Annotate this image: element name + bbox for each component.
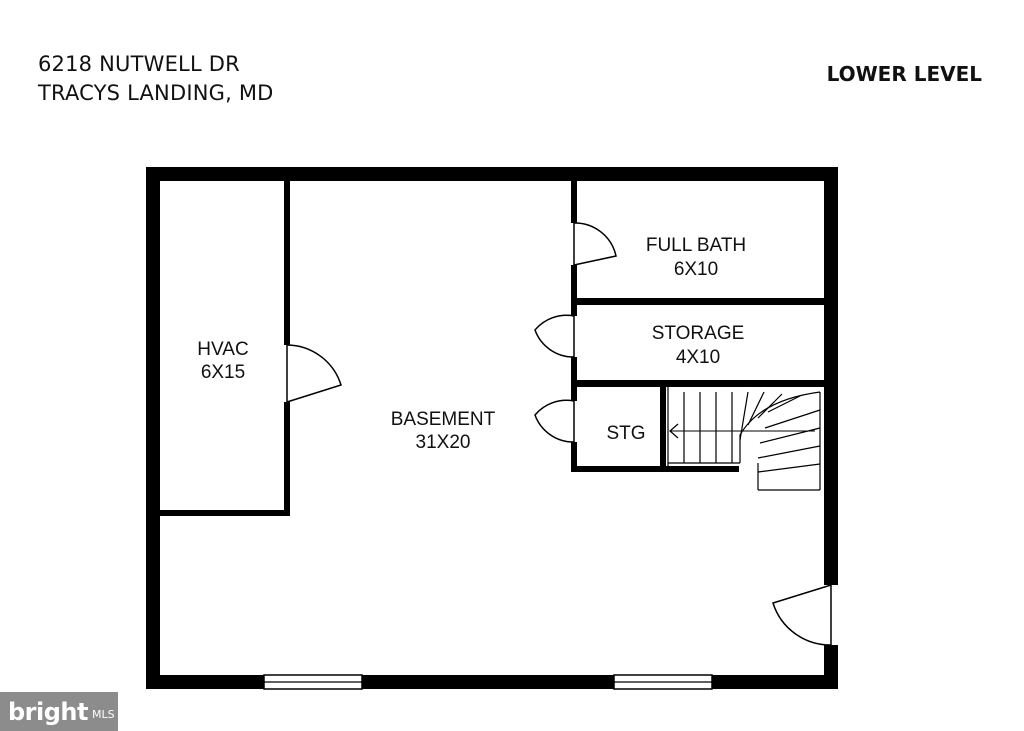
basement-size: 31X20	[416, 432, 471, 453]
address-block: 6218 NUTWELL DR TRACYS LANDING, MD	[38, 50, 274, 108]
interior-walls	[571, 181, 824, 472]
watermark-brand: bright	[8, 697, 88, 726]
storage-door[interactable]	[534, 314, 575, 358]
windows	[263, 674, 713, 690]
full-bath-size: 6X10	[674, 259, 718, 280]
hvac-label-group: HVAC 6X15	[197, 339, 248, 383]
storage-label-group: STORAGE 4X10	[652, 323, 745, 368]
full-bath-label-group: FULL BATH 6X10	[646, 235, 746, 280]
right-wall-upper	[824, 167, 838, 585]
basement-name: BASEMENT	[391, 409, 496, 430]
hvac-name: HVAC	[197, 339, 248, 360]
right-wall-lower	[824, 645, 838, 689]
bright-mls-watermark: bright MLS	[0, 692, 118, 731]
top-wall	[152, 167, 838, 181]
hvac-door[interactable]	[286, 344, 342, 403]
address-line-2: TRACYS LANDING, MD	[38, 81, 274, 105]
full-bath-name: FULL BATH	[646, 235, 746, 256]
bottom-wall	[146, 675, 838, 689]
storage-size: 4X10	[676, 347, 720, 368]
staircase	[667, 387, 821, 491]
watermark-suffix: MLS	[91, 708, 115, 721]
level-title: LOWER LEVEL	[826, 62, 982, 86]
hvac-walls	[160, 181, 290, 516]
stg-door[interactable]	[534, 399, 575, 443]
storage-name: STORAGE	[652, 323, 745, 344]
full-bath-door[interactable]	[573, 222, 617, 266]
left-wall	[146, 167, 160, 689]
hvac-size: 6X15	[201, 362, 245, 383]
address-line-1: 6218 NUTWELL DR	[38, 52, 240, 76]
basement-label-group: BASEMENT 31X20	[391, 409, 496, 453]
stg-name: STG	[606, 423, 645, 444]
exterior-door[interactable]	[772, 584, 832, 646]
